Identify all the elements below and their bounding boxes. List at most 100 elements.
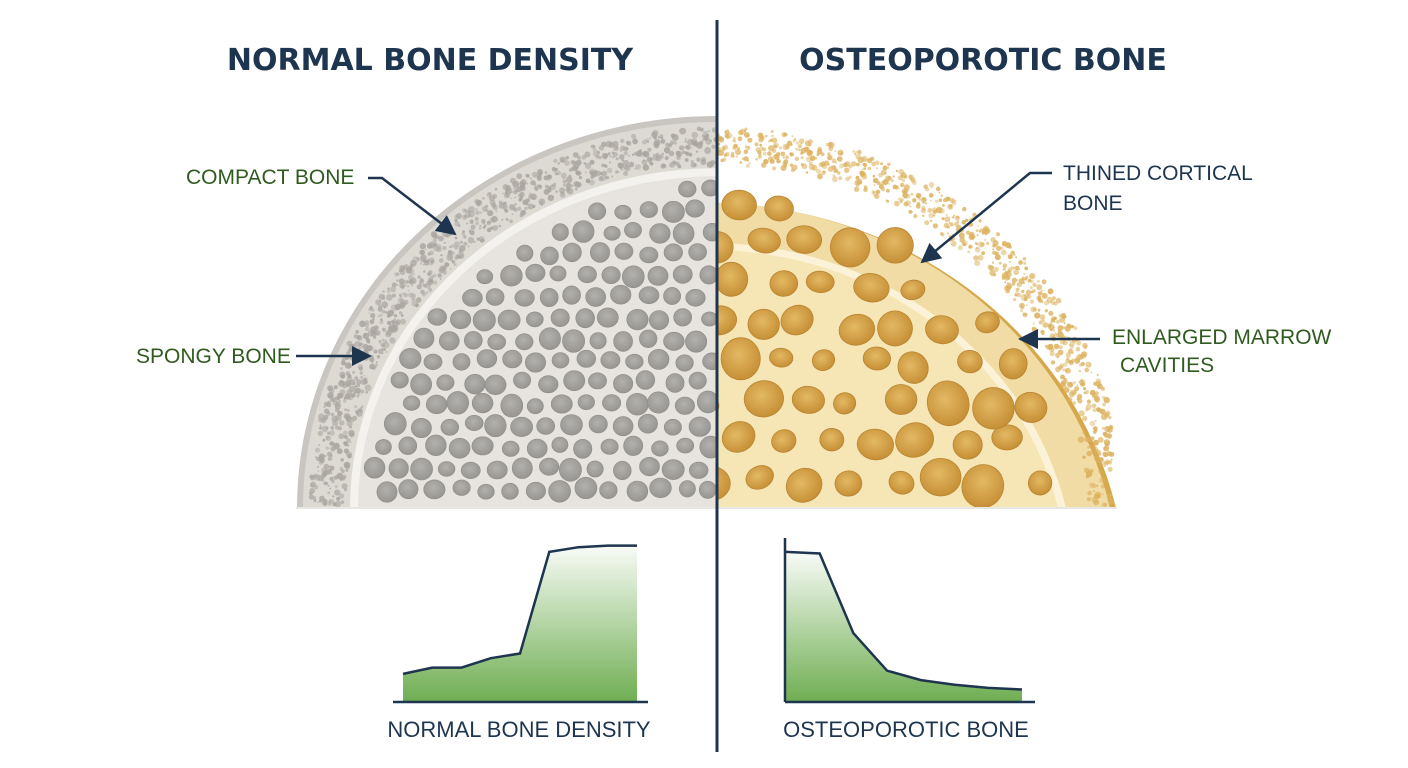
chart-osteoporotic-bone xyxy=(783,538,1035,704)
spongy-bone-cell xyxy=(550,308,570,327)
cortex-speckle xyxy=(1091,445,1094,448)
cortex-speckle xyxy=(745,145,751,151)
cortex-speckle xyxy=(1077,436,1085,443)
cortex-speckle xyxy=(1101,426,1105,430)
cortex-speckle xyxy=(583,162,587,165)
cortex-speckle xyxy=(355,348,361,353)
cortex-speckle xyxy=(324,468,331,475)
spongy-bone-cell xyxy=(502,349,523,369)
cortex-speckle xyxy=(1044,309,1049,313)
cortex-speckle xyxy=(398,302,406,309)
cortex-speckle xyxy=(531,171,538,178)
cortex-speckle xyxy=(325,446,329,450)
cortex-speckle xyxy=(526,182,529,185)
cortex-speckle xyxy=(381,301,389,308)
cortex-speckle xyxy=(646,140,650,143)
cortex-speckle xyxy=(490,226,494,230)
spongy-bone-cell xyxy=(500,393,524,418)
cortex-speckle xyxy=(788,140,790,143)
caption-normal-bone-density: NORMAL BONE DENSITY xyxy=(387,717,651,742)
cortex-speckle xyxy=(559,187,566,194)
cortex-speckle xyxy=(1059,363,1065,368)
cortex-speckle xyxy=(755,157,758,161)
cortex-speckle xyxy=(352,382,356,386)
cortex-speckle xyxy=(790,143,793,147)
cortex-speckle xyxy=(462,230,465,234)
cortex-speckle xyxy=(743,129,747,132)
spongy-bone-cell xyxy=(425,434,447,456)
cortex-speckle xyxy=(527,203,534,210)
marrow-cavity xyxy=(876,227,914,264)
cortex-speckle xyxy=(399,269,406,276)
cortex-speckle xyxy=(396,283,399,286)
spongy-bone-cell xyxy=(500,265,523,287)
cortex-speckle xyxy=(961,220,966,225)
cortex-speckle xyxy=(642,139,647,145)
cortex-speckle xyxy=(375,299,382,306)
cortex-speckle xyxy=(475,210,480,215)
cortex-speckle xyxy=(1023,261,1027,265)
cortex-speckle xyxy=(368,312,371,314)
marrow-cavity xyxy=(780,304,814,336)
cortex-speckle xyxy=(543,188,550,195)
caption-osteoporotic-bone: OSTEOPOROTIC BONE xyxy=(783,717,1029,742)
spongy-bone-cell xyxy=(514,289,535,307)
cortex-speckle xyxy=(438,235,444,242)
spongy-bone-cell xyxy=(673,308,693,327)
spongy-bone-cell xyxy=(663,418,682,436)
cortex-speckle xyxy=(720,158,724,163)
cortex-speckle xyxy=(647,147,652,152)
cortex-speckle xyxy=(951,216,955,219)
cortex-speckle xyxy=(651,131,658,138)
cortex-speckle xyxy=(734,149,742,156)
cortex-speckle xyxy=(1068,344,1071,347)
cortex-speckle xyxy=(635,164,641,170)
cortex-speckle xyxy=(699,127,704,132)
cortex-speckle xyxy=(317,430,323,436)
cortex-speckle xyxy=(968,246,971,249)
spongy-bone-cell xyxy=(448,437,471,459)
cortex-speckle xyxy=(442,270,447,275)
cortex-speckle xyxy=(458,224,461,227)
cortex-speckle xyxy=(1046,296,1054,304)
cortex-speckle xyxy=(425,282,432,289)
cortex-speckle xyxy=(489,217,495,223)
spongy-bone-cell xyxy=(613,331,633,352)
cortex-speckle xyxy=(1105,459,1110,464)
cortex-speckle xyxy=(1098,452,1102,456)
cortex-speckle xyxy=(946,225,949,228)
cortex-speckle xyxy=(319,455,323,459)
cortex-speckle xyxy=(327,431,331,435)
cortex-speckle xyxy=(366,340,371,344)
marrow-cavity xyxy=(877,310,913,347)
cortex-speckle xyxy=(553,158,558,163)
cortex-speckle xyxy=(528,194,533,200)
cortex-speckle xyxy=(535,188,539,192)
label-enlarged-marrow-line1: ENLARGED MARROW xyxy=(1112,326,1332,349)
arrow-compact-bone xyxy=(368,176,457,236)
cortex-speckle xyxy=(319,426,322,430)
cortex-speckle xyxy=(981,251,986,256)
cortex-speckle xyxy=(510,177,516,184)
cortex-speckle xyxy=(763,160,766,163)
marrow-cavity xyxy=(888,470,915,495)
cortex-speckle xyxy=(475,208,478,211)
cortex-speckle xyxy=(343,397,346,400)
cortex-speckle xyxy=(1015,287,1020,292)
cortex-speckle xyxy=(711,144,716,149)
cortex-speckle xyxy=(623,159,629,166)
spongy-bone-cell xyxy=(450,309,472,330)
marrow-cavity xyxy=(717,466,731,501)
cortex-speckle xyxy=(757,154,762,159)
cortex-speckle xyxy=(986,241,990,245)
marrow-cavity xyxy=(1014,391,1048,423)
cortex-speckle xyxy=(908,174,915,181)
cortex-speckle xyxy=(724,133,729,138)
spongy-bone-cell xyxy=(599,481,618,500)
cortex-speckle xyxy=(1099,477,1106,484)
spongy-bone-cell xyxy=(472,309,496,332)
cortex-speckle xyxy=(554,172,557,175)
cortex-speckle xyxy=(560,172,567,179)
cortex-speckle xyxy=(389,323,395,329)
cortex-speckle xyxy=(592,147,596,151)
